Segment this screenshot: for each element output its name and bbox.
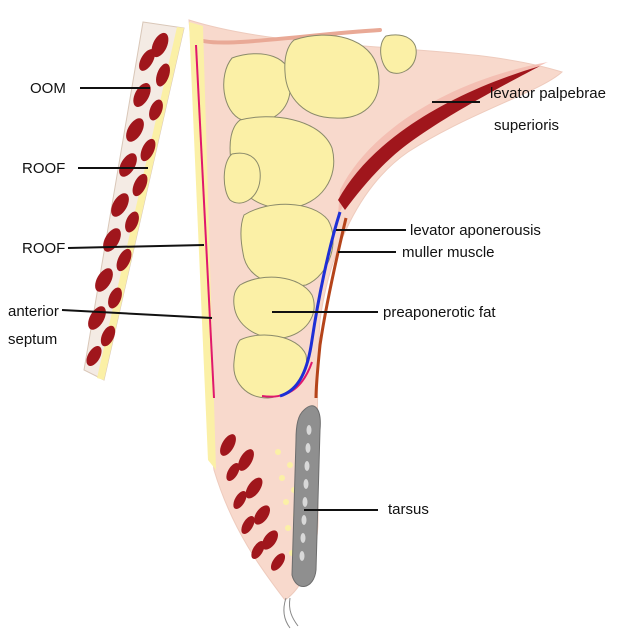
- label-roof-2: ROOF: [22, 240, 65, 257]
- label-roof-1: ROOF: [22, 160, 65, 177]
- label-anterior-septum-line1: anterior: [8, 303, 59, 320]
- oom-muscle-strip: [83, 22, 184, 380]
- label-anterior-septum-line2: septum: [8, 331, 57, 348]
- eyelashes: [284, 598, 298, 628]
- leader-anterior-septum: [62, 310, 212, 318]
- leader-roof-2: [68, 245, 204, 248]
- label-preaponerotic-fat: preaponerotic fat: [383, 304, 496, 321]
- label-muller-muscle: muller muscle: [402, 244, 495, 261]
- label-levator-palpebrae-line2: superioris: [494, 117, 559, 134]
- label-levator-aponeurosis: levator aponerousis: [410, 222, 541, 239]
- label-tarsus: tarsus: [388, 501, 429, 518]
- tarsus-plate: [292, 406, 320, 587]
- label-levator-palpebrae-line1: levator palpebrae: [490, 85, 606, 102]
- label-oom: OOM: [30, 80, 66, 97]
